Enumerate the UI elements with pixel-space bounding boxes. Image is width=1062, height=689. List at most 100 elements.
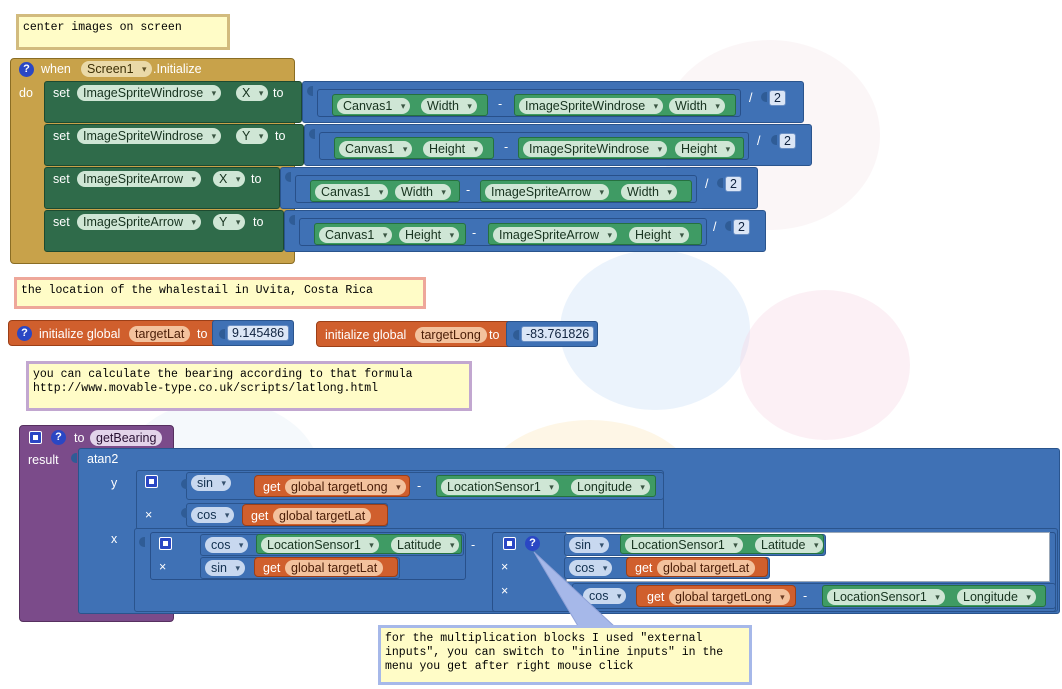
initialize-global-block[interactable]: ? initialize global targetLat to (8, 320, 220, 346)
get-variable-block[interactable]: get global targetLat (254, 557, 398, 577)
mutator-icon[interactable] (29, 431, 42, 444)
sensor-getter-block[interactable]: LocationSensor1 Longitude (436, 475, 656, 497)
property-dropdown[interactable]: Y (236, 128, 269, 144)
variable-dropdown[interactable]: global targetLat (285, 560, 384, 576)
help-icon[interactable]: ? (51, 430, 66, 445)
canvas-component-dropdown[interactable]: Canvas1 (337, 98, 411, 114)
number-literal[interactable]: 2 (779, 133, 796, 149)
divide-block[interactable]: Canvas1 Height - ImageSpriteWindrose Hei… (304, 124, 812, 166)
sprite-property-dropdown[interactable]: Width (621, 184, 677, 200)
number-literal[interactable]: 2 (733, 219, 750, 235)
canvas-getter-block[interactable]: Canvas1 Height (334, 137, 494, 159)
sensor-property-dropdown[interactable]: Latitude (391, 537, 460, 553)
set-sprite-property-block[interactable]: set ImageSpriteArrow X to (44, 167, 280, 209)
canvas-property-dropdown[interactable]: Height (423, 141, 484, 157)
canvas-getter-block[interactable]: Canvas1 Width (332, 94, 488, 116)
variable-dropdown[interactable]: global targetLong (285, 479, 406, 495)
sensor-property-dropdown[interactable]: Latitude (755, 537, 824, 553)
number-literal[interactable]: 2 (769, 90, 786, 106)
sprite-component-dropdown[interactable]: ImageSpriteArrow (77, 214, 202, 230)
mutator-icon[interactable] (159, 537, 172, 550)
global-name-field[interactable]: targetLat (129, 326, 191, 342)
comment-bubble[interactable]: for the multiplication blocks I used "ex… (378, 625, 752, 685)
subtract-block[interactable]: Canvas1 Height - ImageSpriteWindrose Hei… (319, 132, 749, 160)
property-dropdown[interactable]: X (213, 171, 246, 187)
trig-function-dropdown[interactable]: cos (583, 588, 627, 604)
canvas-property-dropdown[interactable]: Width (395, 184, 451, 200)
trig-function-dropdown[interactable]: sin (205, 560, 245, 576)
canvas-property-dropdown[interactable]: Width (421, 98, 477, 114)
property-dropdown[interactable]: Y (213, 214, 246, 230)
get-variable-block[interactable]: get global targetLat (242, 504, 388, 526)
sprite-component-dropdown[interactable]: ImageSpriteArrow (77, 171, 202, 187)
sensor-property-dropdown[interactable]: Longitude (571, 479, 650, 495)
global-name-field[interactable]: targetLong (415, 327, 487, 343)
sprite-component-dropdown[interactable]: ImageSpriteArrow (493, 227, 618, 243)
sprite-component-dropdown[interactable]: ImageSpriteWindrose (77, 85, 222, 101)
sensor-component-dropdown[interactable]: LocationSensor1 (441, 479, 559, 495)
sprite-component-dropdown[interactable]: ImageSpriteWindrose (523, 141, 668, 157)
canvas-getter-block[interactable]: Canvas1 Width (310, 180, 460, 202)
variable-dropdown[interactable]: global targetLat (273, 508, 372, 524)
comment-bubble[interactable]: the location of the whalestail in Uvita,… (14, 277, 426, 309)
canvas-property-dropdown[interactable]: Height (399, 227, 460, 243)
divide-block[interactable]: Canvas1 Width - ImageSpriteWindrose Widt… (302, 81, 804, 123)
sprite-component-dropdown[interactable]: ImageSpriteWindrose (519, 98, 664, 114)
divide-block[interactable]: Canvas1 Height - ImageSpriteArrow Height… (284, 210, 766, 252)
number-block[interactable]: -83.761826 (506, 321, 598, 347)
variable-dropdown[interactable]: global targetLat (657, 560, 756, 576)
number-block[interactable]: 9.145486 (212, 320, 294, 346)
subtract-block[interactable]: Canvas1 Width - ImageSpriteWindrose Widt… (317, 89, 741, 117)
sprite-component-dropdown[interactable]: ImageSpriteArrow (485, 184, 610, 200)
comment-bubble[interactable]: center images on screen (16, 14, 230, 50)
sprite-getter-block[interactable]: ImageSpriteWindrose Height (518, 137, 744, 159)
get-variable-block[interactable]: get global targetLong (636, 585, 796, 607)
set-sprite-property-block[interactable]: set ImageSpriteArrow Y to (44, 210, 284, 252)
divide-block[interactable]: Canvas1 Width - ImageSpriteArrow Width /… (280, 167, 758, 209)
help-icon[interactable]: ? (19, 62, 34, 77)
procedure-name-field[interactable]: getBearing (90, 430, 163, 446)
property-dropdown[interactable]: X (236, 85, 269, 101)
sensor-getter-block[interactable]: LocationSensor1 Longitude (822, 585, 1046, 607)
sprite-property-dropdown[interactable]: Height (629, 227, 690, 243)
get-variable-block[interactable]: get global targetLong (254, 475, 410, 497)
number-literal[interactable]: 9.145486 (227, 325, 290, 341)
comment-bubble[interactable]: you can calculate the bearing according … (26, 361, 472, 411)
initialize-global-block[interactable]: initialize global targetLong to (316, 321, 512, 347)
sprite-property-dropdown[interactable]: Width (669, 98, 725, 114)
number-literal[interactable]: 2 (725, 176, 742, 192)
mutator-icon[interactable] (503, 537, 516, 550)
number-literal[interactable]: -83.761826 (521, 326, 595, 342)
sensor-component-dropdown[interactable]: LocationSensor1 (625, 537, 743, 553)
help-icon[interactable]: ? (525, 536, 540, 551)
trig-function-dropdown[interactable]: cos (569, 560, 613, 576)
mutator-icon[interactable] (145, 475, 158, 488)
sensor-getter-block[interactable]: LocationSensor1 Latitude (256, 534, 462, 554)
set-sprite-property-block[interactable]: set ImageSpriteWindrose Y to (44, 124, 304, 166)
help-icon[interactable]: ? (17, 326, 32, 341)
sprite-getter-block[interactable]: ImageSpriteArrow Height (488, 223, 702, 245)
trig-function-dropdown[interactable]: cos (191, 507, 235, 523)
canvas-component-dropdown[interactable]: Canvas1 (339, 141, 413, 157)
sprite-getter-block[interactable]: ImageSpriteArrow Width (480, 180, 692, 202)
sprite-property-dropdown[interactable]: Height (675, 141, 736, 157)
sensor-getter-block[interactable]: LocationSensor1 Latitude (620, 534, 824, 554)
set-label: set (53, 172, 70, 186)
subtract-block[interactable]: Canvas1 Height - ImageSpriteArrow Height (299, 218, 707, 246)
trig-function-dropdown[interactable]: sin (191, 475, 231, 491)
trig-function-dropdown[interactable]: cos (205, 537, 249, 553)
get-variable-block[interactable]: get global targetLat (626, 557, 768, 577)
sensor-component-dropdown[interactable]: LocationSensor1 (827, 589, 945, 605)
subtract-block[interactable]: Canvas1 Width - ImageSpriteArrow Width (295, 175, 697, 203)
screen-component-dropdown[interactable]: Screen1 (81, 61, 152, 77)
sensor-property-dropdown[interactable]: Longitude (957, 589, 1036, 605)
sprite-getter-block[interactable]: ImageSpriteWindrose Width (514, 94, 736, 116)
canvas-component-dropdown[interactable]: Canvas1 (319, 227, 393, 243)
sprite-component-dropdown[interactable]: ImageSpriteWindrose (77, 128, 222, 144)
variable-dropdown[interactable]: global targetLong (669, 589, 790, 605)
canvas-getter-block[interactable]: Canvas1 Height (314, 223, 466, 245)
trig-function-dropdown[interactable]: sin (569, 537, 609, 553)
set-sprite-property-block[interactable]: set ImageSpriteWindrose X to (44, 81, 302, 123)
canvas-component-dropdown[interactable]: Canvas1 (315, 184, 389, 200)
sensor-component-dropdown[interactable]: LocationSensor1 (261, 537, 379, 553)
